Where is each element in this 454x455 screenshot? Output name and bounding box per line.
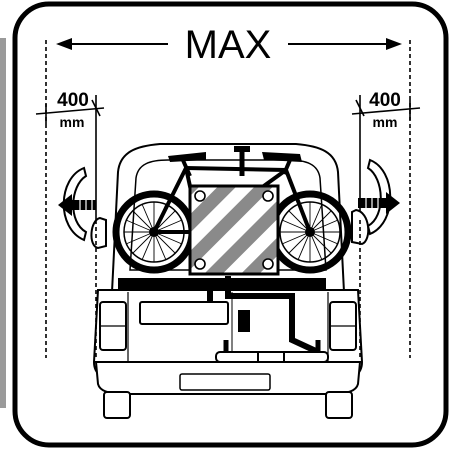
left-clearance-value: 400 — [57, 90, 89, 111]
bike-handlebar — [262, 152, 302, 162]
rack-frame — [207, 276, 320, 355]
right-door-swing-arrow — [358, 158, 400, 236]
right-clearance-value: 400 — [369, 90, 401, 111]
left-edge-bar — [0, 38, 6, 408]
bike-saddle — [168, 152, 206, 162]
max-label: MAX — [185, 23, 272, 67]
rack-carrier-bar — [118, 278, 326, 290]
rack-lower-bar — [215, 340, 329, 363]
max-width-arrow — [56, 38, 402, 50]
right-clearance-unit: mm — [373, 114, 398, 130]
left-clearance-unit: mm — [60, 114, 85, 130]
left-door-swing-arrow — [58, 166, 96, 242]
rack-mount-hub — [238, 310, 250, 332]
warning-sign-board — [188, 184, 280, 276]
